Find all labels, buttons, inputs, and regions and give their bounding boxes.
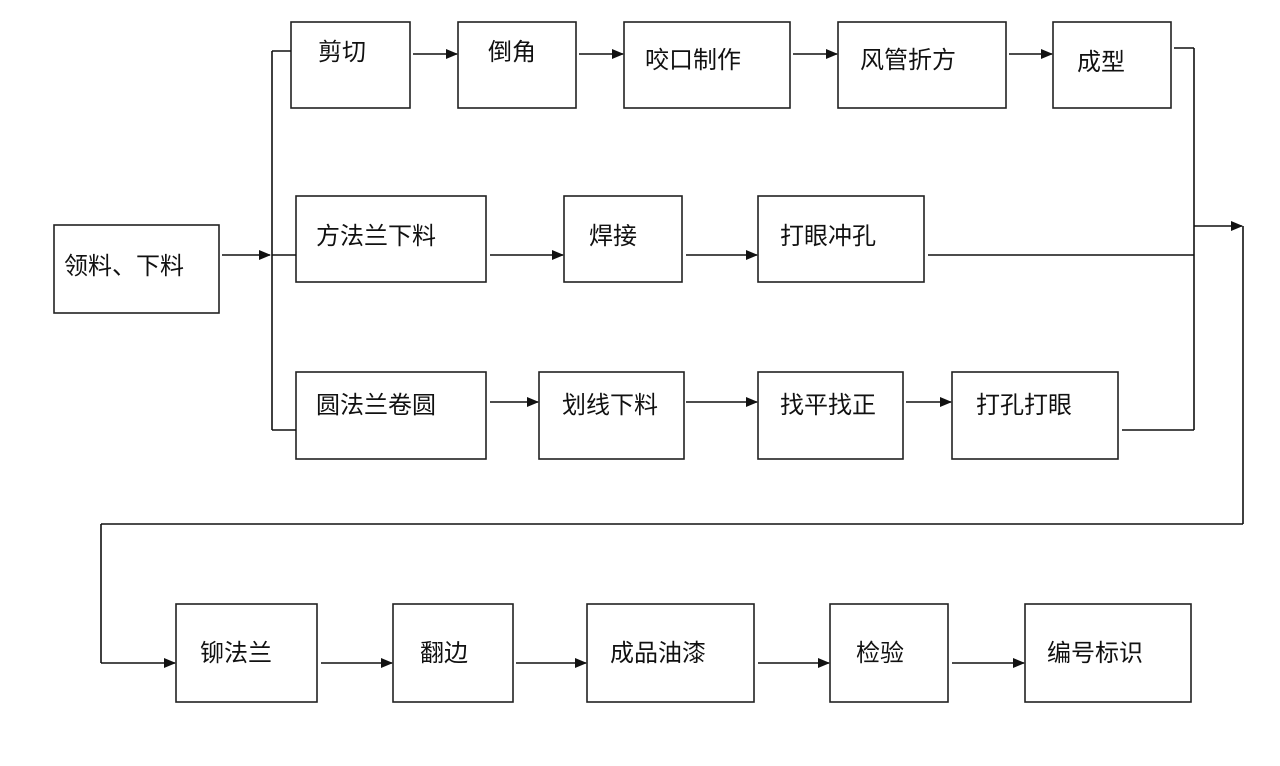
- node-material-cutting-label: 领料、下料: [64, 252, 184, 280]
- node-material-cutting: 领料、下料: [53, 224, 220, 314]
- node-forming: 成型: [1052, 21, 1172, 109]
- node-marking-cutting: 划线下料: [538, 371, 685, 460]
- node-chamfer-label: 倒角: [488, 38, 536, 66]
- node-hole-punching: 打眼冲孔: [757, 195, 925, 283]
- node-edge-flanging-label: 翻边: [420, 639, 468, 667]
- node-hole-drilling: 打孔打眼: [951, 371, 1119, 460]
- node-edge-flanging: 翻边: [392, 603, 514, 703]
- connectors: [100, 47, 1244, 668]
- node-round-flange-rolling: 圆法兰卷圆: [295, 371, 487, 460]
- node-leveling-aligning: 找平找正: [757, 371, 904, 460]
- node-chamfer: 倒角: [457, 21, 577, 109]
- node-hole-punching-label: 打眼冲孔: [780, 222, 876, 250]
- node-welding-label: 焊接: [589, 222, 637, 250]
- node-duct-folding-label: 风管折方: [860, 46, 956, 74]
- node-shear-label: 剪切: [318, 38, 366, 66]
- node-round-flange-rolling-label: 圆法兰卷圆: [316, 391, 436, 419]
- node-hole-drilling-label: 打孔打眼: [976, 391, 1072, 419]
- node-finished-painting-label: 成品油漆: [610, 639, 706, 667]
- node-inspection: 检验: [829, 603, 949, 703]
- node-numbering-labeling: 编号标识: [1024, 603, 1192, 703]
- node-seam-making-label: 咬口制作: [645, 46, 741, 74]
- node-finished-painting: 成品油漆: [586, 603, 755, 703]
- node-welding: 焊接: [563, 195, 683, 283]
- node-shear: 剪切: [290, 21, 411, 109]
- node-forming-label: 成型: [1077, 48, 1125, 76]
- node-square-flange-cutting-label: 方法兰下料: [316, 222, 436, 250]
- node-marking-cutting-label: 划线下料: [562, 391, 658, 419]
- node-square-flange-cutting: 方法兰下料: [295, 195, 487, 283]
- node-inspection-label: 检验: [856, 639, 904, 667]
- node-seam-making: 咬口制作: [623, 21, 791, 109]
- node-duct-folding: 风管折方: [837, 21, 1007, 109]
- node-flange-riveting: 铆法兰: [175, 603, 318, 703]
- node-leveling-aligning-label: 找平找正: [780, 391, 876, 419]
- node-flange-riveting-label: 铆法兰: [200, 639, 272, 667]
- node-numbering-labeling-label: 编号标识: [1047, 639, 1143, 667]
